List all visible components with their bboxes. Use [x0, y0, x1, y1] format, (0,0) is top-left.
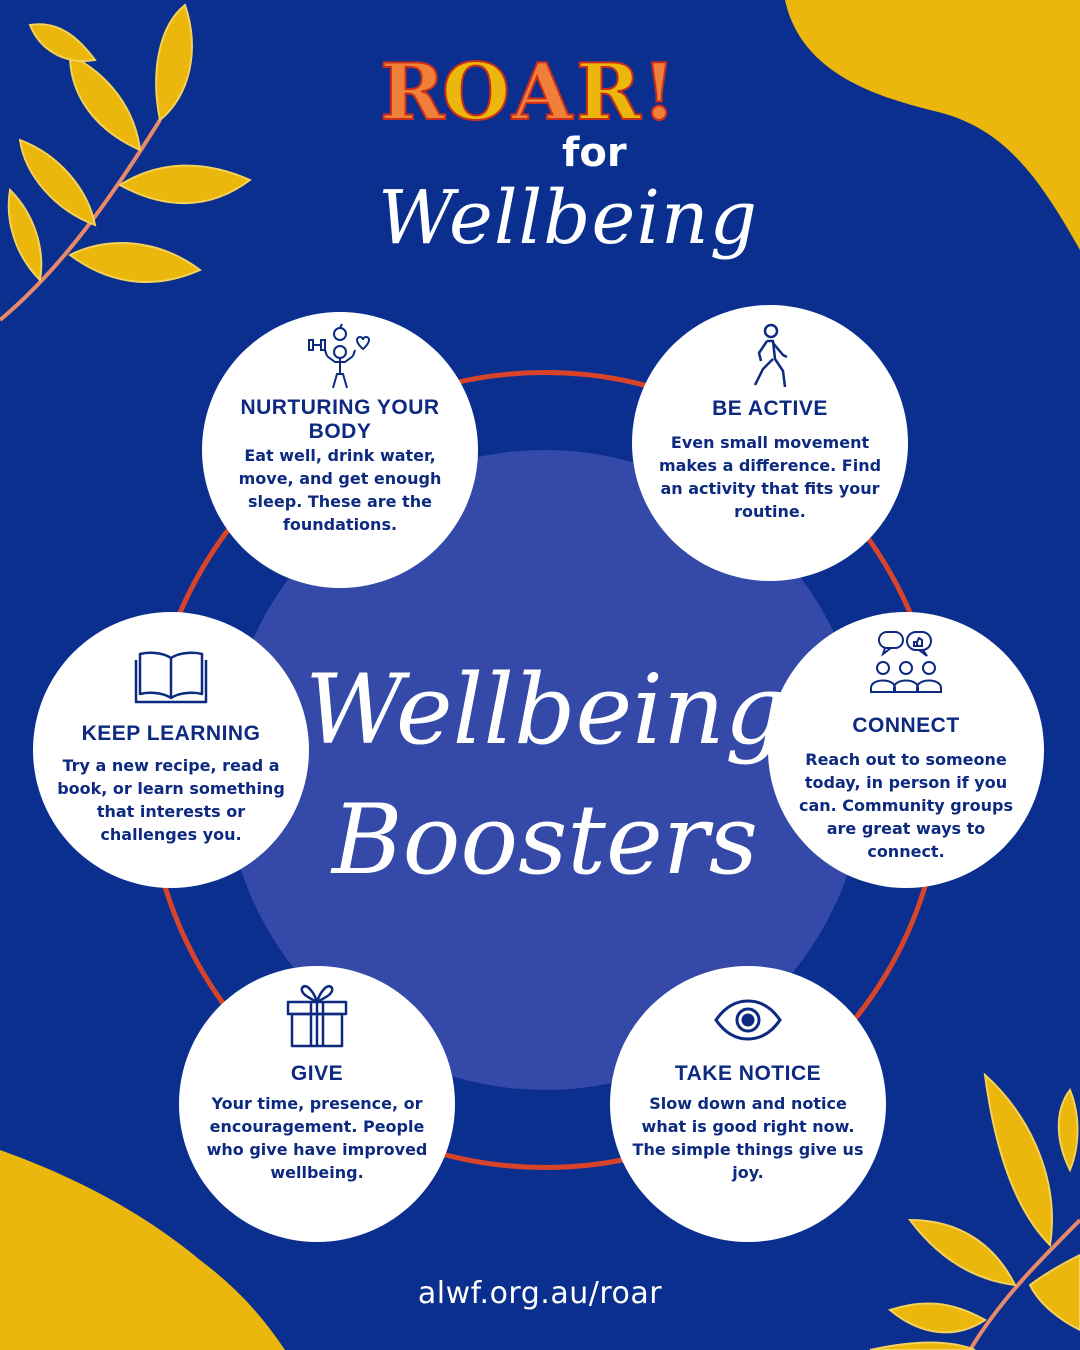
card-title: NURTURING YOUR BODY [240, 396, 440, 443]
wellbeing-script-title: Wellbeing [378, 175, 759, 261]
card-title: CONNECT [852, 714, 960, 737]
card-be-active: BE ACTIVE Even small movement makes a di… [632, 305, 908, 581]
center-title: Wellbeing Boosters [305, 650, 787, 900]
card-title: KEEP LEARNING [81, 722, 261, 745]
open-book-icon [134, 651, 208, 704]
card-description: Slow down and notice what is good right … [632, 1094, 864, 1182]
top-right-blob [785, 0, 1080, 250]
footer-url: alwf.org.au/roar [417, 1276, 663, 1311]
gift-icon [286, 985, 348, 1048]
walking-person-icon [753, 323, 788, 388]
card-nurturing-your-body: NURTURING YOUR BODY Eat well, drink wate… [202, 312, 478, 588]
card-title: BE ACTIVE [712, 397, 828, 420]
bottom-left-blob [0, 1150, 285, 1350]
card-description: Eat well, drink water, move, and get eno… [238, 446, 442, 534]
eye-icon [714, 999, 782, 1041]
card-connect: CONNECT Reach out to someone today, in p… [768, 612, 1044, 888]
card-description: Try a new recipe, read a book, or learn … [57, 756, 285, 844]
card-keep-learning: KEEP LEARNING Try a new recipe, read a b… [33, 612, 309, 888]
card-title: TAKE NOTICE [674, 1062, 822, 1085]
card-title: GIVE [290, 1062, 344, 1085]
card-description: Even small movement makes a difference. … [658, 433, 882, 521]
card-description: Your time, presence, or encouragement. P… [206, 1094, 428, 1182]
people-chat-icon [870, 631, 942, 693]
center-title-line2: Boosters [332, 784, 758, 896]
leaf-branch-top-left [0, 3, 252, 322]
roar-logo: R O A R ! [379, 47, 677, 139]
card-give: GIVE Your time, presence, or encourageme… [179, 966, 455, 1242]
for-label: for [562, 130, 627, 176]
card-description: Reach out to someone today, in person if… [798, 750, 1013, 861]
leaf-branch-bottom-right [869, 1072, 1080, 1350]
body-health-icon [308, 323, 371, 389]
center-title-line1: Wellbeing [305, 654, 787, 766]
card-take-notice: TAKE NOTICE Slow down and notice what is… [610, 966, 886, 1242]
